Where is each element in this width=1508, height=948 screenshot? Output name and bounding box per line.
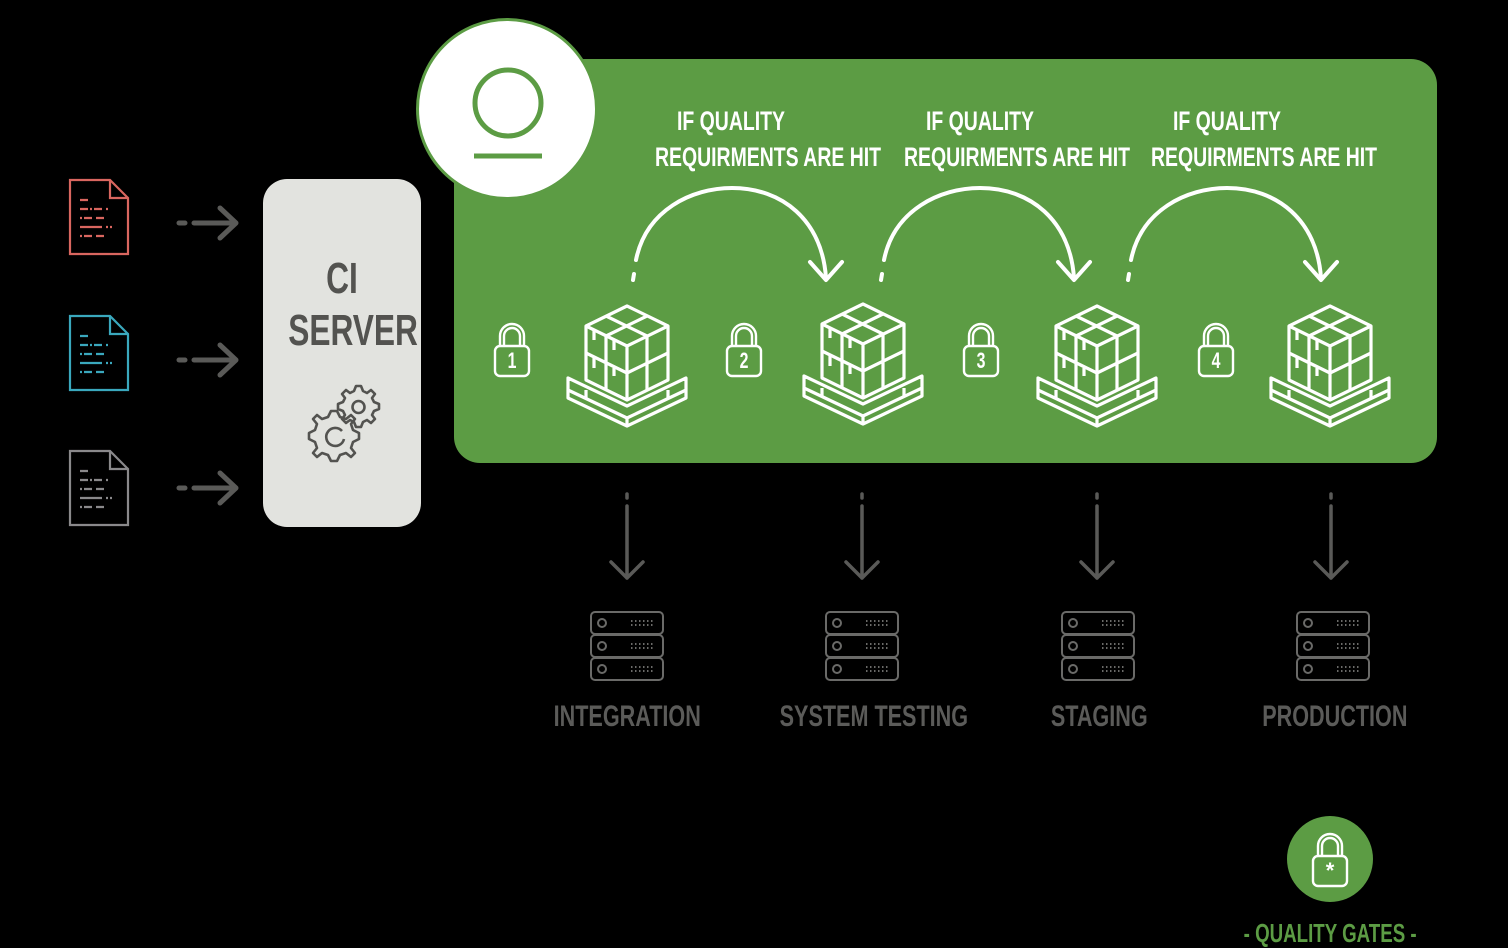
gate-number: 3: [976, 348, 986, 373]
server-icon: [825, 611, 899, 681]
dashed-arrow-down-icon: [844, 492, 880, 580]
user-icon: [472, 67, 544, 159]
dashed-arrow-down-icon: [1079, 492, 1115, 580]
ci-server-line1: CI: [326, 254, 358, 303]
pallet-boxes-icon: [566, 304, 688, 428]
env-label-text: STAGING: [1050, 700, 1148, 733]
dashed-arrow-right-icon: [176, 470, 239, 506]
dashed-arrow-right-icon: [176, 205, 239, 241]
asterisk-symbol: *: [1325, 858, 1335, 883]
server-icon: [1061, 611, 1135, 681]
pallet-boxes-icon: [1269, 304, 1391, 428]
env-label-system-testing: SYSTEM TESTING: [743, 700, 983, 734]
condition-line1: IF QUALITY: [1173, 106, 1281, 136]
padlock-icon: [493, 322, 531, 378]
dashed-arrow-down-icon: [609, 492, 645, 580]
quality-gate-4: 4: [1196, 322, 1236, 380]
gate-number: 4: [1211, 348, 1221, 373]
gate-number: 2: [739, 348, 749, 373]
condition-line2: REQUIRMENTS ARE HIT: [1150, 142, 1378, 172]
dashed-arrow-down-icon: [1313, 492, 1349, 580]
server-icon: [590, 611, 664, 681]
condition-line1: IF QUALITY: [677, 106, 785, 136]
code-file-icon: [68, 449, 130, 527]
padlock-icon: [1197, 322, 1235, 378]
condition-text-1: IF QUALITY REQUIRMENTS ARE HIT: [611, 103, 881, 175]
ci-server-line2: SERVER: [288, 306, 418, 355]
env-label-text: SYSTEM TESTING: [779, 700, 969, 733]
gate-number: 1: [507, 348, 517, 373]
env-label-text: PRODUCTION: [1262, 700, 1408, 733]
condition-line2: REQUIRMENTS ARE HIT: [903, 142, 1131, 172]
curved-arrow-icon: [631, 186, 844, 282]
curved-arrow-icon: [879, 186, 1092, 282]
gears-icon: [307, 384, 381, 463]
pallet-boxes-icon: [802, 302, 924, 426]
condition-text-2: IF QUALITY REQUIRMENTS ARE HIT: [860, 103, 1130, 175]
server-icon: [1296, 611, 1370, 681]
condition-line1: IF QUALITY: [926, 106, 1034, 136]
quality-gate-2: 2: [724, 322, 764, 380]
condition-text-3: IF QUALITY REQUIRMENTS ARE HIT: [1107, 103, 1377, 175]
quality-gates-legend-badge: *: [1287, 816, 1373, 902]
env-label-integration: INTEGRATION: [507, 700, 747, 734]
padlock-icon: [962, 322, 1000, 378]
quality-gates-legend-label: - QUALITY GATES -: [1210, 918, 1450, 948]
quality-gate-1: 1: [492, 322, 532, 380]
curved-arrow-icon: [1126, 186, 1339, 282]
pallet-boxes-icon: [1036, 304, 1158, 428]
ci-server-box: [263, 179, 421, 527]
dashed-arrow-right-icon: [176, 342, 239, 378]
env-label-production: PRODUCTION: [1215, 700, 1455, 734]
legend-label-text: - QUALITY GATES -: [1243, 918, 1417, 948]
code-file-icon: [68, 314, 130, 392]
code-file-icon: [68, 178, 130, 256]
padlock-icon: [725, 322, 763, 378]
env-label-staging: STAGING: [979, 700, 1219, 734]
padlock-icon: [1311, 832, 1349, 888]
condition-line2: REQUIRMENTS ARE HIT: [654, 142, 882, 172]
env-label-text: INTEGRATION: [553, 700, 701, 733]
user-badge: [416, 18, 598, 200]
quality-gate-3: 3: [961, 322, 1001, 380]
ci-server-title: CI SERVER: [263, 253, 421, 357]
